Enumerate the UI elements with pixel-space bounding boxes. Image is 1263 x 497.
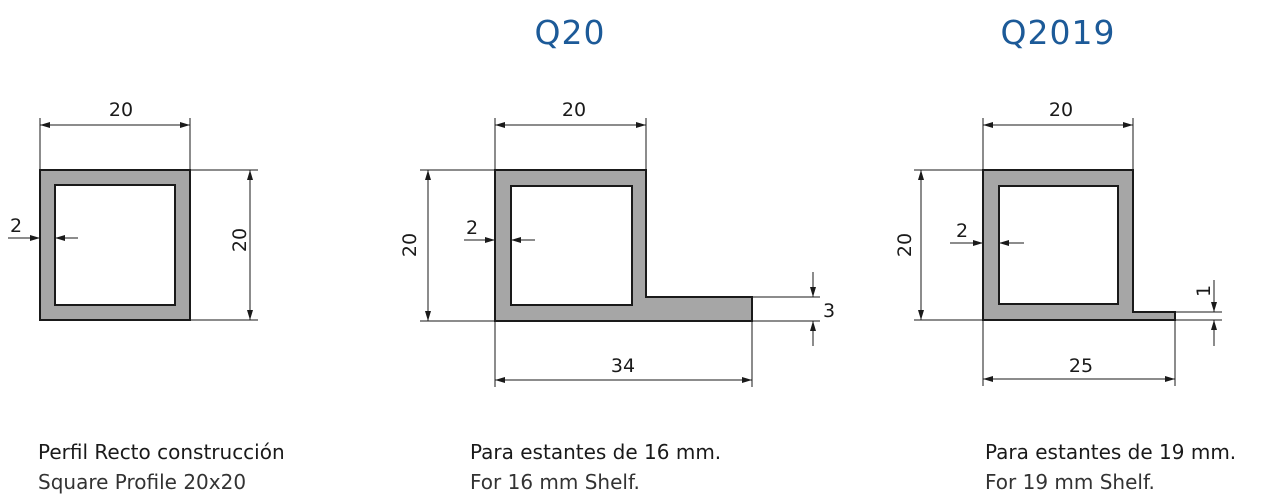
q20-width-label: 20	[562, 99, 586, 121]
caption-english: For 19 mm Shelf.	[985, 470, 1155, 494]
q20-wall-label: 2	[466, 217, 478, 239]
wall-dimension-label: 2	[10, 215, 22, 237]
profile-q2019: Q2019 20 20 2 1 25	[894, 13, 1222, 386]
caption-spanish: Para estantes de 19 mm.	[985, 440, 1237, 464]
width-dimension-label: 20	[109, 99, 133, 121]
q2019-height-label: 20	[894, 233, 916, 257]
caption-english: For 16 mm Shelf.	[470, 470, 640, 494]
caption-spanish: Para estantes de 16 mm.	[470, 440, 722, 464]
caption-spanish: Perfil Recto construcción	[38, 440, 285, 464]
q20-flange-thickness-label: 3	[823, 300, 835, 322]
q20-length-label: 34	[611, 355, 635, 377]
square-profile-hollow	[54, 184, 176, 306]
q20-height-label: 20	[399, 233, 421, 257]
caption-q20: Para estantes de 16 mm. For 16 mm Shelf.	[470, 437, 721, 497]
q2019-flange-thickness-label: 1	[1193, 285, 1215, 297]
caption-q2019: Para estantes de 19 mm. For 19 mm Shelf.	[985, 437, 1236, 497]
q2019-length-label: 25	[1069, 355, 1093, 377]
caption-square: Perfil Recto construcción Square Profile…	[38, 437, 285, 497]
profile-code-q2019: Q2019	[1001, 13, 1116, 52]
profile-square: 20 20 2	[8, 99, 258, 321]
height-dimension-label: 20	[229, 228, 251, 252]
profile-code-q20: Q20	[535, 13, 606, 52]
q2019-width-label: 20	[1049, 99, 1073, 121]
profile-q20: Q20 20 20 2 3 34	[399, 13, 835, 387]
q2019-profile-hollow	[998, 185, 1119, 305]
caption-english: Square Profile 20x20	[38, 470, 247, 494]
q2019-wall-label: 2	[956, 220, 968, 242]
q20-profile-hollow	[510, 185, 633, 306]
